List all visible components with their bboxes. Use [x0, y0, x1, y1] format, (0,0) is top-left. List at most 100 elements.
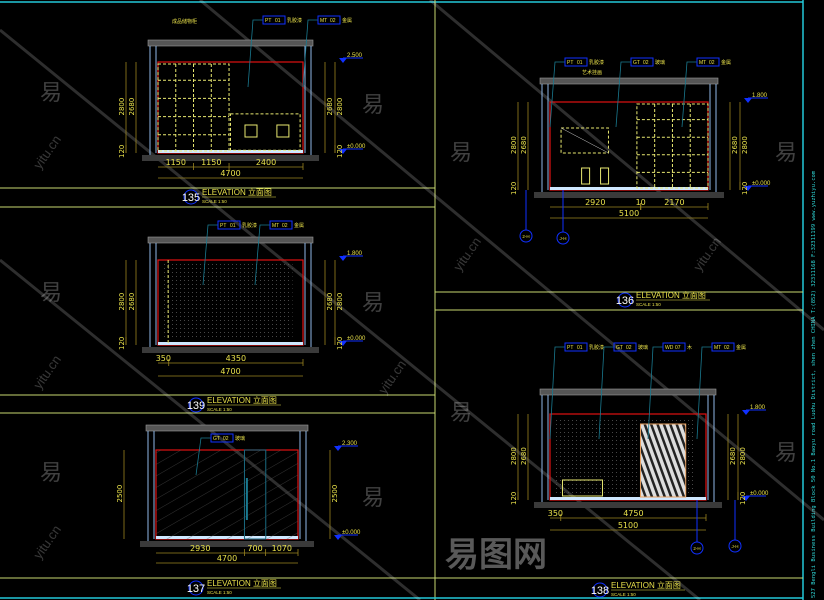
level-value: 2.300 [342, 441, 358, 447]
material-number: 01 [577, 345, 583, 351]
floor-slab [142, 155, 319, 161]
dimension-total: 5100 [618, 521, 638, 530]
material-tag-box [630, 57, 654, 67]
material-name: 乳胶漆 [589, 344, 604, 351]
level-marker-icon [334, 535, 342, 540]
glass-hatch [156, 450, 298, 539]
material-name: 乳胶漆 [287, 17, 302, 24]
floor-slab [534, 192, 724, 198]
leader-line [302, 19, 318, 88]
level-value: 2.500 [347, 53, 363, 59]
elevation-number-circle [188, 397, 204, 413]
dimension-vertical-left: 2680 [520, 447, 528, 465]
dimension-horizontal: 4750 [623, 509, 643, 518]
dimension-vertical-left: 2800 [118, 293, 126, 311]
material-code: MT [272, 223, 279, 229]
dimension-vertical-left: 2680 [128, 293, 136, 311]
dimension-vertical-right: 120 [336, 337, 344, 350]
dimension-vertical-right: 2800 [741, 136, 749, 154]
material-number: 02 [626, 345, 632, 351]
material-number: 02 [724, 345, 730, 351]
dimension-vertical-right: 2800 [739, 447, 747, 465]
material-number: 01 [230, 223, 236, 229]
dimension-vertical-right: 120 [336, 145, 344, 158]
material-tag-box [564, 342, 588, 352]
dimension-horizontal: 10 [636, 198, 646, 207]
leader-line [202, 224, 218, 286]
section-marker-icon [690, 541, 704, 555]
dimension-vertical-right: 2680 [729, 447, 737, 465]
dimension-vertical-right: 2680 [326, 293, 334, 311]
material-name: 玻璃 [638, 344, 648, 351]
dimension-vertical-left: 2680 [520, 136, 528, 154]
section-marker-icon [519, 229, 533, 243]
dimension-vertical-right: 120 [739, 492, 747, 505]
material-tag-box [696, 57, 720, 67]
material-tag-box [564, 57, 588, 67]
leader-line [549, 346, 565, 440]
material-number: 02 [709, 60, 715, 66]
dimension-total: 5100 [619, 209, 639, 218]
elevation-number: 136 [616, 295, 634, 307]
level-marker-icon [339, 58, 347, 63]
floor-slab [142, 347, 319, 353]
ceiling-slab [539, 388, 717, 396]
art-diagonal [560, 127, 609, 154]
elevation-number: 135 [182, 192, 200, 204]
leader-line [615, 61, 631, 128]
ceiling-slab [147, 236, 314, 244]
dimension-horizontal: 2930 [190, 544, 210, 553]
material-tag-box [262, 15, 286, 25]
glass-door [243, 449, 267, 540]
level-marker-icon [339, 149, 347, 154]
elevation-number: 137 [187, 583, 205, 595]
material-code: PT [220, 223, 226, 229]
dimension-horizontal: 700 [247, 544, 262, 553]
dimension-vertical-left: 2800 [510, 136, 518, 154]
material-name: 乳胶漆 [242, 222, 257, 229]
dimension-vertical-left: 2500 [116, 485, 124, 503]
material-tag-box [317, 15, 341, 25]
dimension-total: 4700 [220, 169, 240, 178]
dimension-vertical-right: 120 [741, 182, 749, 195]
dimension-horizontal: 2400 [256, 158, 276, 167]
dimension-vertical-right: 2680 [326, 98, 334, 116]
elevation-scale: SCALE 1:50 [207, 407, 232, 412]
material-name: 金属 [721, 59, 731, 66]
watermark-logo: 易图网 [445, 536, 547, 574]
floor-slab [534, 502, 722, 508]
ceiling-slab [147, 39, 314, 47]
watermark-glyph: 易 [40, 81, 62, 106]
level-value: ±0.000 [347, 336, 366, 342]
sheet-frame [0, 0, 804, 600]
dimension-horizontal: 1070 [272, 544, 292, 553]
leader-line [247, 19, 263, 88]
level-marker-icon [339, 341, 347, 346]
leader-line [696, 346, 712, 440]
material-number: 02 [643, 60, 649, 66]
skirting [158, 150, 303, 153]
material-number: 02 [282, 223, 288, 229]
dimension-vertical-left: 120 [118, 145, 126, 158]
dimension-vertical-right: 2800 [336, 98, 344, 116]
ceiling-slab [145, 424, 309, 432]
chair [276, 124, 290, 138]
annotation-note: 艺术挂画 [582, 69, 602, 76]
leader-line [598, 346, 614, 440]
skirting [550, 187, 708, 190]
material-tag-box [613, 342, 637, 352]
elevation-title: ELEVATION 立面图 [611, 580, 681, 590]
material-code: WD [665, 345, 674, 351]
material-code: GT [616, 345, 623, 351]
chair [581, 167, 591, 185]
material-code: MT [714, 345, 721, 351]
material-name: 金属 [294, 222, 304, 229]
chair [244, 124, 258, 138]
elevation-scale: SCALE 1:50 [636, 302, 661, 307]
